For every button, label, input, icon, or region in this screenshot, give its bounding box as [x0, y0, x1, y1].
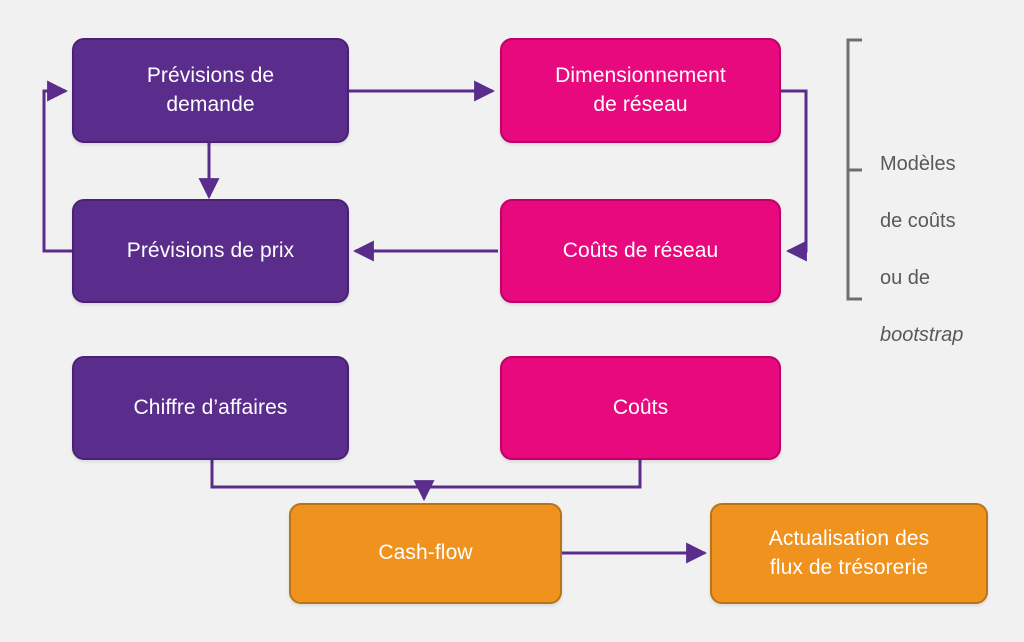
- bracket-label-line1: Modèles: [880, 153, 956, 176]
- node-previsions-prix-line1: Prévisions de prix: [126, 238, 295, 262]
- node-actualisation-flux-line2: flux de trésorerie: [769, 555, 929, 579]
- node-chiffre-affaires[interactable]: Chiffre d’affaires: [72, 356, 349, 460]
- arrow-prix-to-demande-feedback: [42, 80, 72, 253]
- connector-chiffre-affaires-down: [210, 460, 642, 489]
- node-dimensionnement-reseau-line1: Dimensionnement: [555, 64, 726, 88]
- node-cash-flow[interactable]: Cash-flow: [289, 503, 562, 604]
- bracket-label-group: Modèles de coûts ou de bootstrap: [880, 122, 1010, 378]
- node-chiffre-affaires-line1: Chiffre d’affaires: [133, 395, 288, 419]
- node-previsions-demande[interactable]: Prévisions de demande: [72, 38, 349, 143]
- bracket-label-line3: ou de: [880, 266, 931, 289]
- node-previsions-prix[interactable]: Prévisions de prix: [72, 199, 349, 303]
- node-previsions-demande-line2: demande: [166, 92, 255, 116]
- node-couts-reseau-line1: Coûts de réseau: [562, 238, 719, 262]
- node-dimensionnement-reseau[interactable]: Dimensionnement de réseau: [500, 38, 781, 143]
- node-couts[interactable]: Coûts: [500, 356, 781, 460]
- node-previsions-demande-line1: Prévisions de: [146, 64, 275, 88]
- group-bracket: [846, 38, 862, 301]
- node-couts-line1: Coûts: [612, 395, 669, 419]
- arrow-dimensionnement-to-couts-reseau: [781, 89, 808, 262]
- node-cash-flow-line1: Cash-flow: [378, 541, 473, 565]
- node-actualisation-flux[interactable]: Actualisation des flux de trésorerie: [710, 503, 988, 604]
- node-dimensionnement-reseau-line2: de réseau: [593, 92, 688, 116]
- bracket-label-line4: bootstrap: [880, 323, 964, 346]
- node-couts-reseau[interactable]: Coûts de réseau: [500, 199, 781, 303]
- node-actualisation-flux-line1: Actualisation des: [768, 527, 930, 551]
- bracket-label-line2: de coûts: [880, 210, 956, 233]
